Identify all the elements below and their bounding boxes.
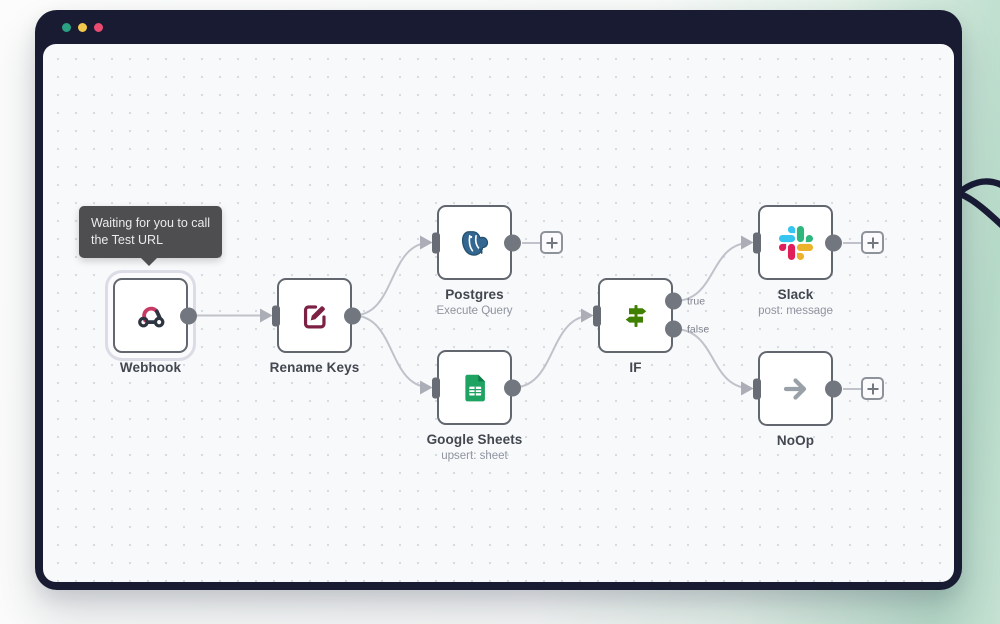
postgres-icon xyxy=(461,230,488,256)
port-label-false: false xyxy=(687,323,710,335)
node-label: NoOp xyxy=(696,433,896,448)
output-port-true[interactable]: true xyxy=(665,292,705,310)
add-node-button[interactable] xyxy=(540,231,563,254)
webhook-icon xyxy=(137,306,164,327)
node-title: Rename Keys xyxy=(269,360,360,375)
browser-window: Waiting for you to call the Test URL xyxy=(35,10,962,590)
input-port[interactable] xyxy=(432,232,440,253)
node-webhook-box[interactable] xyxy=(113,278,188,353)
edges-layer xyxy=(189,235,754,396)
node-if-box[interactable] xyxy=(598,278,673,353)
connector-stub xyxy=(522,241,540,244)
connector-stub xyxy=(843,241,861,244)
node-title: Slack xyxy=(777,287,814,302)
output-port[interactable] xyxy=(180,307,197,324)
node-label: Slack post: message xyxy=(696,287,896,317)
input-port[interactable] xyxy=(432,377,440,398)
node-title: IF xyxy=(629,360,642,375)
node-label: IF xyxy=(536,360,736,375)
node-label: Google Sheets upsert: sheet xyxy=(375,432,575,462)
node-title: NoOp xyxy=(776,433,815,448)
output-port[interactable] xyxy=(344,307,361,324)
output-port[interactable] xyxy=(504,379,521,396)
node-subtitle: post: message xyxy=(758,305,833,317)
arrow-right-icon xyxy=(783,377,806,400)
tooltip-line-2: the Test URL xyxy=(91,232,164,247)
node-google-sheets-box[interactable] xyxy=(437,350,512,425)
node-label: Webhook xyxy=(51,360,251,375)
slack-icon xyxy=(778,225,813,260)
input-port[interactable] xyxy=(753,232,761,253)
signpost-icon xyxy=(625,304,646,327)
window-control-yellow[interactable] xyxy=(78,22,87,32)
window-titlebar xyxy=(35,10,962,44)
node-subtitle: upsert: sheet xyxy=(441,450,508,462)
tooltip-line-1: Waiting for you to call xyxy=(91,216,211,230)
node-postgres[interactable]: Postgres Execute Query xyxy=(432,205,563,317)
edit-icon xyxy=(303,304,326,328)
node-slack[interactable]: Slack post: message xyxy=(753,205,884,317)
node-title: Google Sheets xyxy=(426,432,523,447)
output-port[interactable] xyxy=(504,234,521,251)
node-noop[interactable]: NoOp xyxy=(753,351,884,448)
node-webhook[interactable]: Webhook xyxy=(113,278,197,375)
add-node-button[interactable] xyxy=(861,377,884,400)
node-rename-keys[interactable]: Rename Keys xyxy=(270,278,361,375)
input-port[interactable] xyxy=(753,378,761,399)
node-postgres-box[interactable] xyxy=(437,205,512,280)
node-slack-box[interactable] xyxy=(758,205,833,280)
node-label: Rename Keys xyxy=(215,360,415,375)
node-title: Postgres xyxy=(445,287,504,302)
node-noop-box[interactable] xyxy=(758,351,833,426)
node-if[interactable]: true false IF xyxy=(593,278,709,375)
output-port[interactable] xyxy=(825,234,842,251)
add-node-button[interactable] xyxy=(861,231,884,254)
output-port-false[interactable]: false xyxy=(665,320,709,338)
node-label: Postgres Execute Query xyxy=(375,287,575,317)
output-port[interactable] xyxy=(825,380,842,397)
connector-stub xyxy=(843,387,861,390)
input-port[interactable] xyxy=(272,305,280,326)
window-control-green[interactable] xyxy=(62,22,71,32)
workflow-canvas[interactable]: Waiting for you to call the Test URL xyxy=(43,44,954,582)
node-google-sheets[interactable]: Google Sheets upsert: sheet xyxy=(427,350,522,462)
window-control-pink[interactable] xyxy=(94,22,103,32)
port-label-true: true xyxy=(687,295,706,307)
tooltip-waiting-test-url: Waiting for you to call the Test URL xyxy=(79,206,223,266)
google-sheets-icon xyxy=(464,374,485,401)
input-port[interactable] xyxy=(593,305,601,326)
node-rename-keys-box[interactable] xyxy=(277,278,352,353)
node-subtitle: Execute Query xyxy=(436,305,513,317)
node-title: Webhook xyxy=(119,360,182,375)
